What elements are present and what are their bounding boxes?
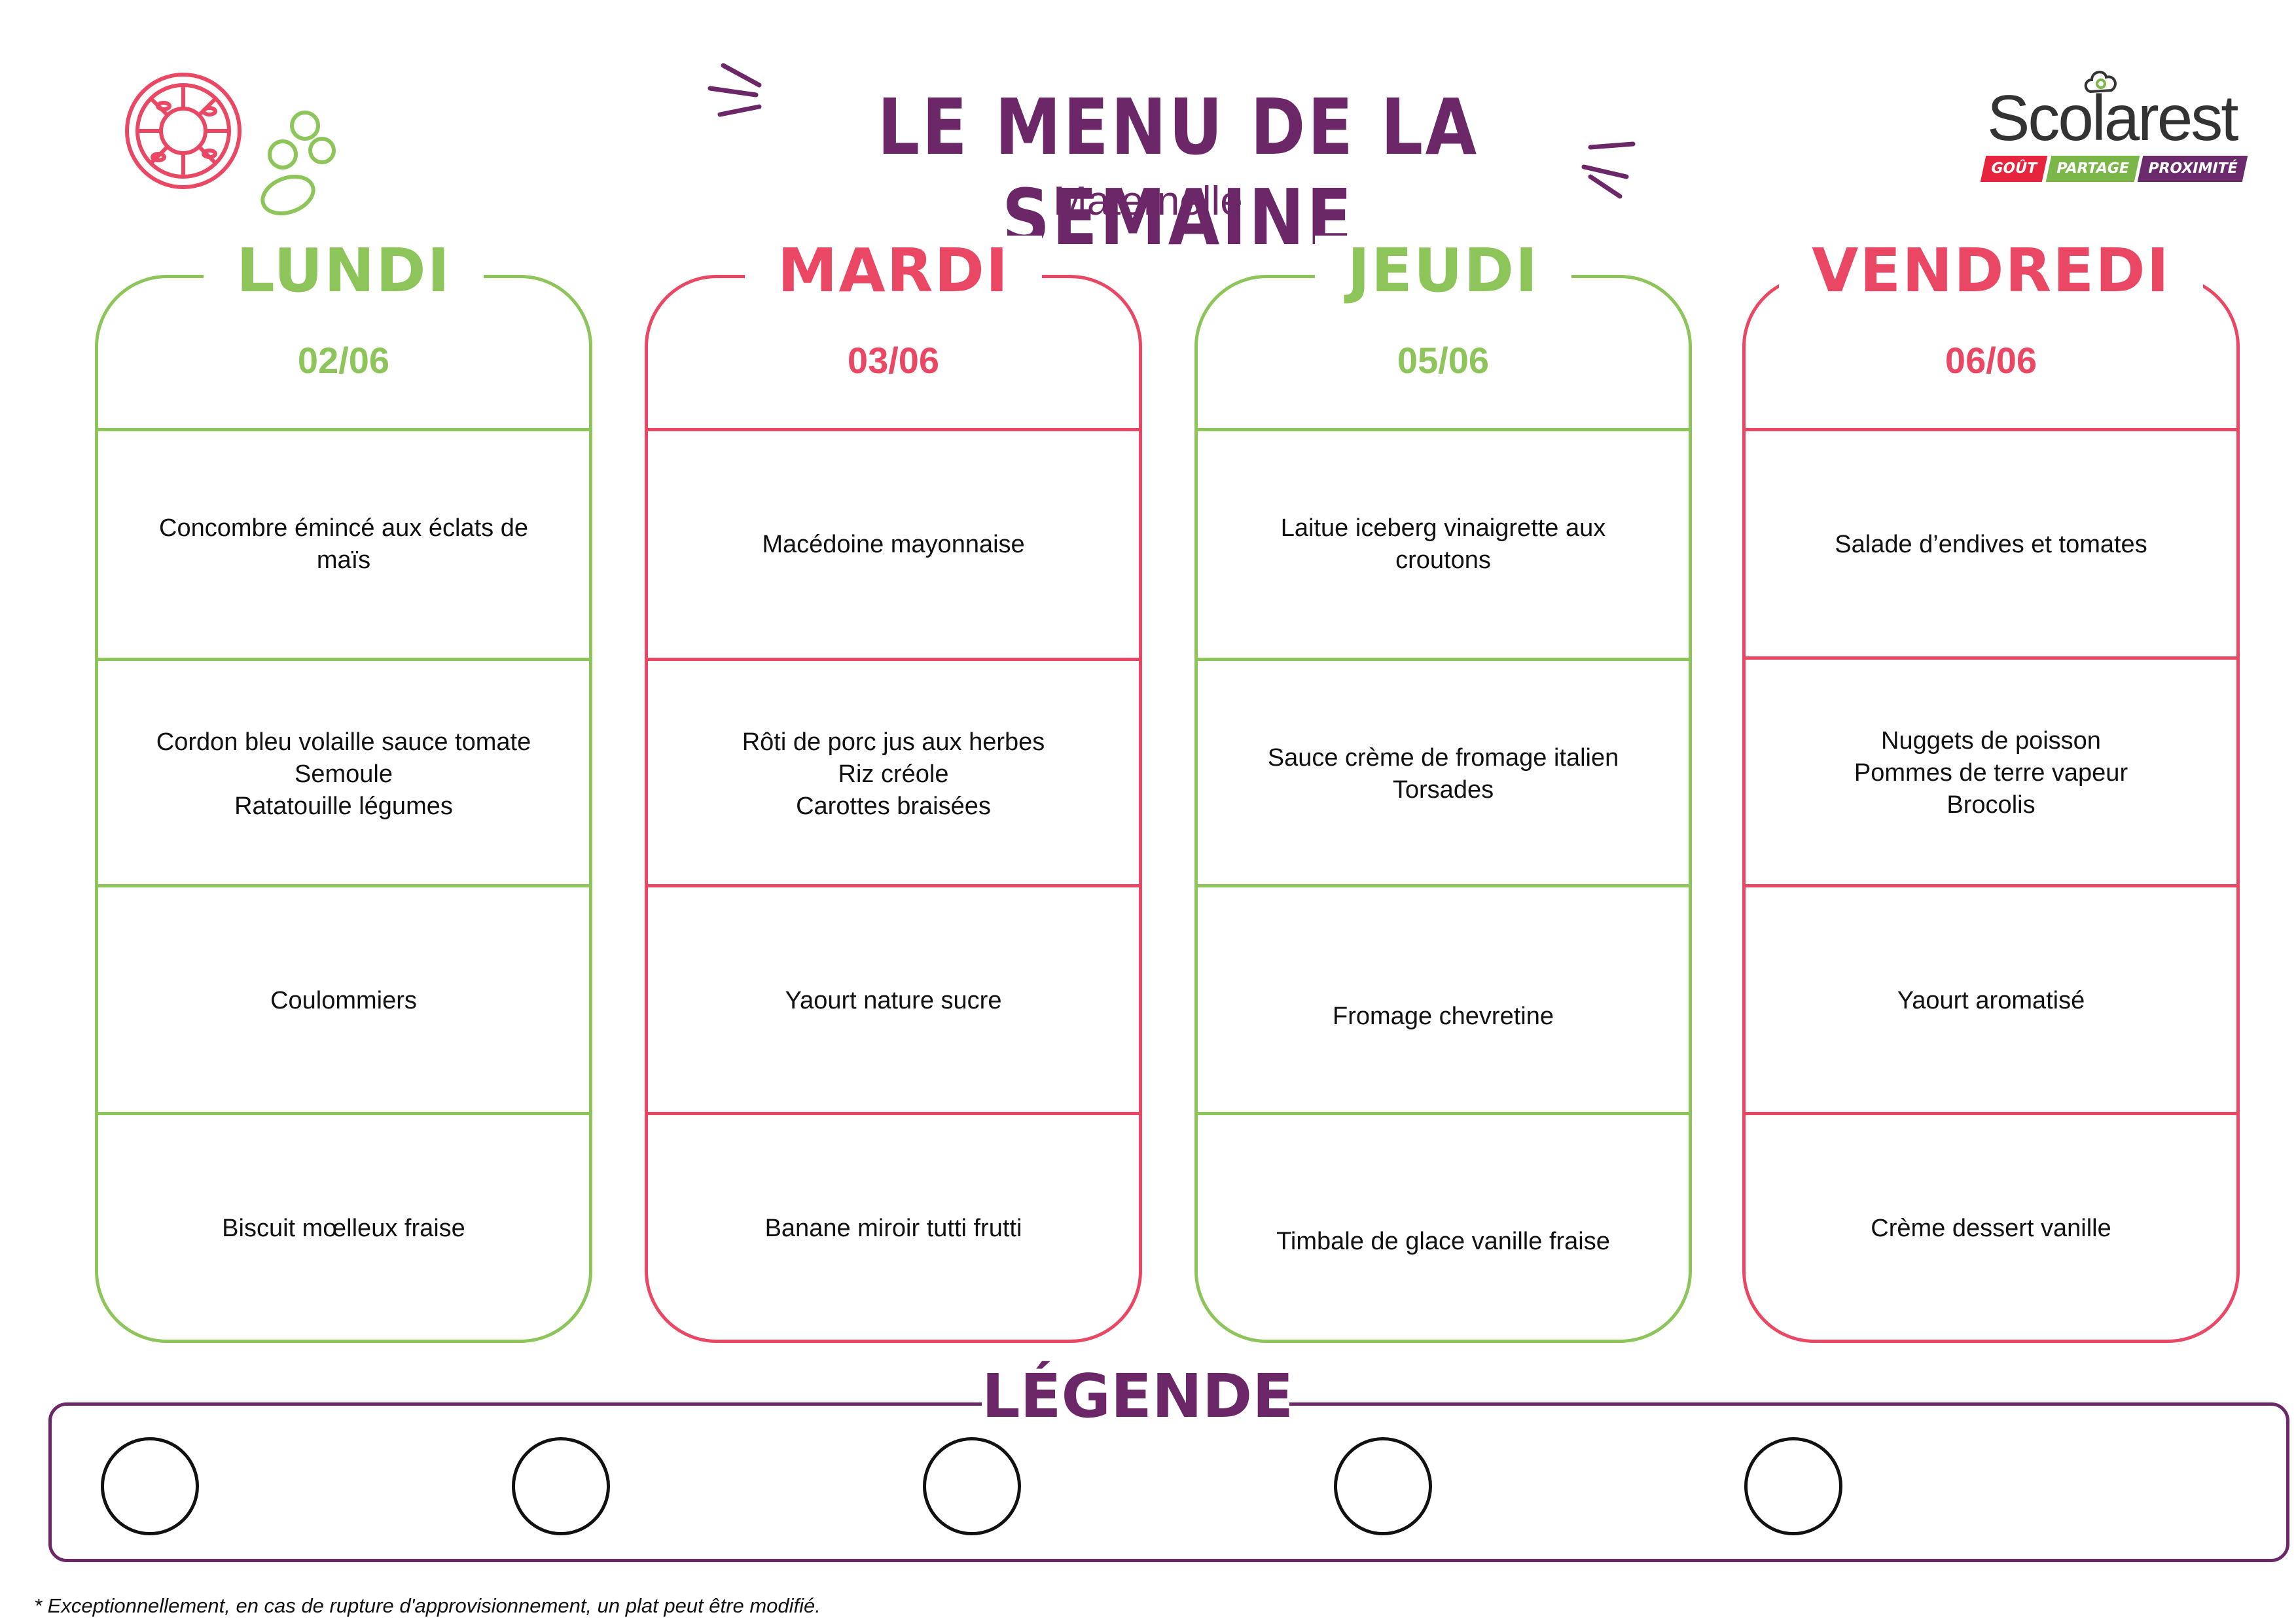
dish-dessert: Timbale de glace vanille fraise [1276,1227,1610,1255]
dish-main: Sauce crème de fromage italien Torsades [1267,744,1619,804]
day-column-vendredi: VENDREDI 06/06 Salade d’endives et tomat… [1742,236,2240,1343]
legend-title: LÉGENDE [982,1361,1294,1431]
divider [1746,428,2236,431]
dish-main: Rôti de porc jus aux herbes Riz créole C… [742,728,1045,820]
dish-starter: Macédoine mayonnaise [762,530,1025,558]
logo-tagline-proximity: PROXIMITÉ [2137,156,2248,182]
day-column-lundi: LUNDI 02/06 Concombre émincé aux éclats … [95,236,592,1343]
day-name: JEUDI [1314,236,1572,306]
footnote: * Exceptionnellement, en cas de rupture … [34,1594,821,1617]
divider [1198,428,1689,431]
day-name: VENDREDI [1779,236,2203,306]
divider [98,1112,589,1115]
divider [648,428,1139,431]
legend-slot-4 [1334,1437,1432,1535]
legend-slot-1 [101,1437,199,1535]
dish-main: Nuggets de poisson Pommes de terre vapeu… [1854,726,2128,819]
page-title: LE MENU DE LA SEMAINE [877,82,1479,262]
logo-wordmark: Scolarest [1987,82,2239,154]
divider [1198,1112,1689,1115]
day-name: MARDI [744,236,1043,306]
dish-dairy: Yaourt aromatisé [1897,986,2085,1014]
day-column-jeudi: JEUDI 05/06 Laitue iceberg vinaigrette a… [1194,236,1692,1343]
day-column-mardi: MARDI 03/06 Macédoine mayonnaise Rôti de… [645,236,1142,1343]
divider [648,884,1139,887]
divider [1746,656,2236,660]
divider [1746,884,2236,887]
day-date: 02/06 [297,340,390,381]
dish-dairy: Coulommiers [270,986,417,1014]
divider [1198,884,1689,887]
chef-hat-icon [2084,71,2117,94]
dish-starter: Salade d’endives et tomates [1835,530,2147,558]
dish-starter: Concombre émincé aux éclats de maïs [159,514,528,574]
logo-tagline-taste: GOÛT [1980,156,2047,182]
divider [98,428,589,431]
dish-dairy: Yaourt nature sucre [785,986,1002,1014]
divider [98,658,589,661]
divider [1746,1112,2236,1115]
divider [1198,658,1689,661]
day-date: 06/06 [1945,340,2037,381]
dish-dessert: Crème dessert vanille [1871,1214,2111,1242]
dish-starter: Laitue iceberg vinaigrette aux croutons [1280,514,1606,574]
legend-slot-2 [512,1437,610,1535]
title-left-accent-icon [708,63,762,117]
divider [98,884,589,887]
dish-dairy: Fromage chevretine [1333,1002,1554,1030]
divider [648,658,1139,661]
day-date: 05/06 [1397,340,1490,381]
page-subtitle: Maternelle [1053,179,1243,224]
logo-tagline: GOÛT PARTAGE PROXIMITÉ [1980,156,2248,182]
dish-dessert: Banane miroir tutti frutti [764,1214,1022,1242]
day-date: 03/06 [847,340,940,381]
day-name: LUNDI [204,236,484,306]
logo-tagline-sharing: PARTAGE [2045,156,2140,182]
dish-dessert: Biscuit mœlleux fraise [222,1214,465,1242]
legend-slot-5 [1744,1437,1842,1535]
tomato-slice-icon [125,73,336,216]
title-right-accent-icon [1581,141,1636,199]
legend-slot-3 [923,1437,1021,1535]
dish-main: Cordon bleu volaille sauce tomate Semoul… [156,728,531,820]
divider [648,1112,1139,1115]
scolarest-logo: Scolarest GOÛT PARTAGE PROXIMITÉ [1980,71,2258,183]
